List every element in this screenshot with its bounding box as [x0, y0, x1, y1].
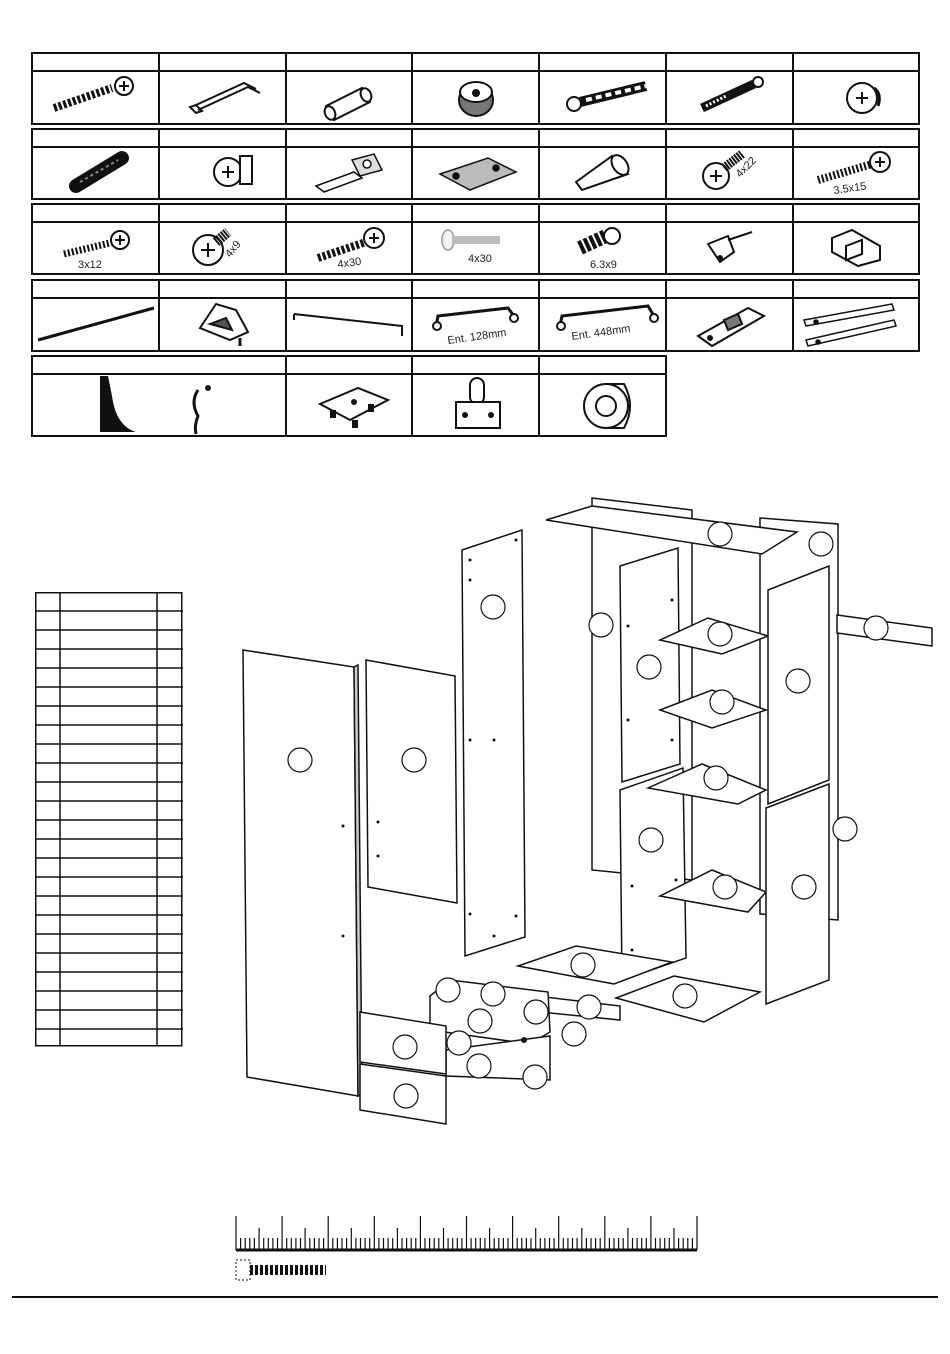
screw-size-ruler: [0, 1200, 950, 1354]
ribbed-dowel-icon: [76, 158, 122, 186]
handle-128-icon: Ent. 128mm: [433, 308, 518, 347]
screw-4x30-black-icon: 4x30: [318, 228, 384, 271]
wall-bracket-icon: [456, 378, 500, 428]
plastic-cone-icon: [576, 152, 632, 190]
ruler: [236, 1216, 697, 1250]
drawer-stop-icon: [698, 308, 764, 346]
hinge-icon: [316, 154, 382, 192]
parts-list-table: [35, 592, 183, 1048]
connector-bolt-icon: [702, 77, 763, 108]
door-left: [366, 660, 457, 903]
footer-divider: [12, 1296, 938, 1298]
label-6-3x9: 6.3x9: [590, 259, 617, 271]
side-panel-left: [243, 650, 358, 1096]
hinge-plate-icon: [440, 158, 516, 190]
screw-3-5x15-icon: 3.5x15: [818, 152, 890, 197]
table-row-lines: [35, 611, 183, 1029]
shelf-support-icon: [708, 232, 752, 262]
screw-4x9-icon: 4x9: [193, 232, 244, 265]
label-ent-128: Ent. 128mm: [447, 327, 507, 347]
label-ent-448: Ent. 448mm: [571, 323, 631, 343]
cam-lock-small-icon: [847, 83, 879, 113]
cam-lock-icon: [459, 82, 493, 116]
label-3-5x15: 3.5x15: [833, 180, 867, 196]
drawer-runners-icon: [804, 304, 896, 346]
anti-tip-strap-icon: [100, 376, 211, 434]
hardware-grid: 4x22 3.5x15 3x12 4x9 4x30 4x30 6.3x9: [0, 0, 950, 440]
screw-3x12-icon: 3x12: [64, 231, 129, 271]
screw-4x30-light-icon: 4x30: [442, 230, 500, 265]
handle-448-icon: Ent. 448mm: [557, 306, 658, 343]
plug-6-3x9-icon: 6.3x9: [580, 228, 620, 271]
label-4x30-light: 4x30: [468, 253, 492, 265]
label-4x9: 4x9: [223, 239, 244, 260]
leveling-foot-icon: [320, 388, 388, 428]
hanging-rod-icon: [38, 308, 154, 340]
screw-4x22-icon: 4x22: [703, 154, 759, 189]
screw-reference-icon: [236, 1260, 326, 1280]
corner-bracket-icon: [832, 230, 880, 266]
rod-holder-icon: [200, 304, 248, 346]
cam-fitting-icon: [214, 156, 252, 186]
wood-dowel-icon: [323, 87, 374, 122]
plastic-anchor-icon: [567, 86, 646, 111]
allen-key-icon: [190, 83, 260, 113]
label-3x12: 3x12: [78, 259, 102, 271]
inner-side-panel: [462, 530, 525, 956]
long-rod-icon: [294, 314, 402, 336]
bumper-icon: [584, 384, 630, 428]
label-4x30-black: 4x30: [337, 256, 362, 271]
middle-divider-lower: [620, 768, 686, 980]
cam-bolt-icon: [54, 77, 133, 108]
